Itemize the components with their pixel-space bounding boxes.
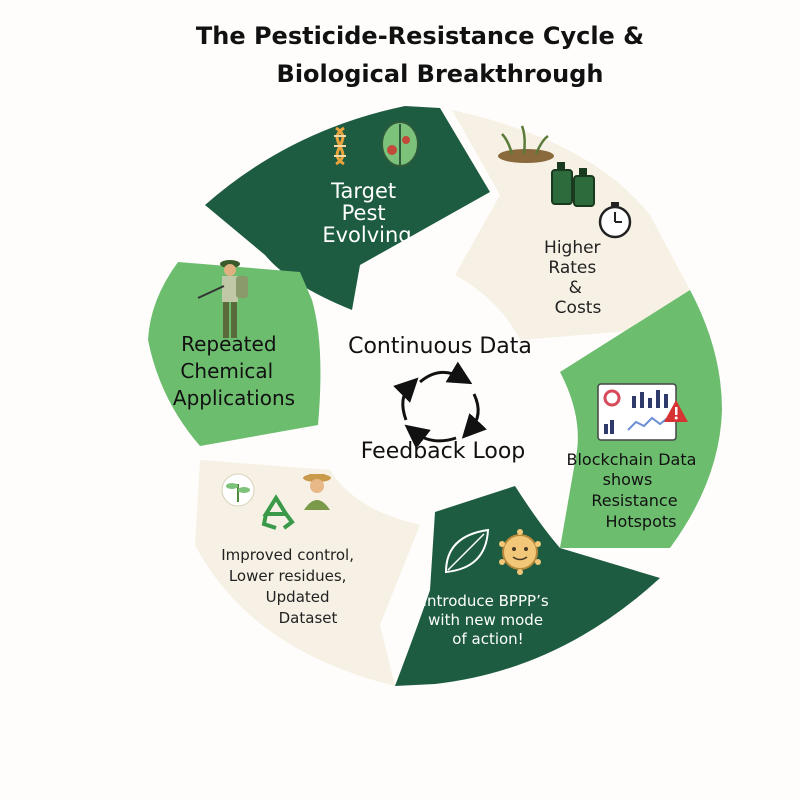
segment-blockchain-line: Hotspots bbox=[606, 512, 677, 531]
title-line-1: The Pesticide-Resistance Cycle & bbox=[195, 22, 645, 50]
segment-bppp-line: with new mode bbox=[428, 611, 543, 629]
sprayer-farmer-icon bbox=[197, 260, 248, 338]
segment-higher-rates-line: Costs bbox=[555, 298, 602, 318]
segment-bppp: Introduce BPPP’s with new mode of action… bbox=[395, 486, 660, 686]
dna-icon bbox=[334, 126, 346, 166]
segment-improved-line: Updated bbox=[266, 588, 330, 606]
segment-improved-shape bbox=[195, 460, 420, 686]
segment-improved-line: Dataset bbox=[279, 609, 338, 627]
segment-bppp-line: of action! bbox=[452, 630, 523, 648]
segment-target-pest-shape bbox=[205, 106, 490, 310]
segment-improved-line: Improved control, bbox=[221, 546, 354, 564]
chemical-canisters-icon bbox=[551, 162, 595, 207]
title-line-2: Biological Breakthrough bbox=[276, 60, 604, 88]
segment-higher-rates-line: & bbox=[569, 278, 582, 298]
svg-text:Repeated Chemical: Repeated Chemical Applications bbox=[173, 332, 295, 410]
segment-improved: Improved control, Lower residues, Update… bbox=[195, 460, 420, 686]
segment-blockchain: Blockchain Data shows Resistance Hotspot… bbox=[560, 290, 722, 548]
leaf-bug-icon bbox=[381, 121, 419, 167]
center-bottom-label: Feedback Loop bbox=[361, 439, 526, 464]
sprout-icon bbox=[221, 473, 255, 507]
dying-plant-icon bbox=[498, 125, 554, 163]
segment-higher-rates: Higher Rates & Costs bbox=[452, 110, 690, 340]
segment-repeated-line: Repeated bbox=[181, 332, 276, 356]
segment-blockchain-line: shows bbox=[603, 470, 653, 489]
center-top-label: Continuous Data bbox=[348, 334, 532, 359]
microbe-icon bbox=[499, 529, 541, 575]
segment-repeated-line: Chemical bbox=[180, 359, 273, 383]
segment-bppp-line: Introduce BPPP’s bbox=[423, 592, 549, 610]
dashboard-icon bbox=[597, 383, 677, 441]
stopwatch-icon bbox=[598, 202, 632, 239]
segment-higher-rates-line: Higher bbox=[544, 238, 601, 258]
recycle-icon bbox=[261, 494, 295, 530]
leaf-icon bbox=[444, 528, 490, 574]
segment-repeated-line: Applications bbox=[173, 386, 295, 410]
segment-blockchain-line: Resistance bbox=[591, 491, 677, 510]
center-loop: Continuous Data Feedback Loop bbox=[348, 334, 532, 464]
cycle-arrows-icon bbox=[393, 361, 487, 449]
svg-text:Blockchain Data shows: Blockchain Data shows Resistance Hotspot… bbox=[567, 450, 702, 531]
warning-icon bbox=[664, 400, 688, 422]
segment-blockchain-line: Blockchain Data bbox=[567, 450, 697, 469]
svg-text:Improved control, Lower: Improved control, Lower residues, Update… bbox=[221, 546, 359, 627]
segment-repeated-shape bbox=[148, 262, 321, 446]
segment-higher-rates-line: Rates bbox=[548, 258, 596, 278]
segment-higher-rates-shape bbox=[452, 110, 690, 340]
farmer-icon bbox=[303, 474, 331, 510]
segment-repeated: Repeated Chemical Applications bbox=[148, 260, 321, 446]
segment-target-pest-line: Target bbox=[330, 179, 396, 203]
segment-target-pest-line: Pest bbox=[342, 201, 386, 225]
svg-text:Introduce BPPP’s with ne: Introduce BPPP’s with new mode of action… bbox=[423, 592, 554, 648]
segment-target-pest-line: Evolving bbox=[322, 223, 411, 247]
svg-text:Target Pest Evolvi: Target Pest Evolving bbox=[322, 179, 411, 247]
segment-target-pest: Target Pest Evolving bbox=[205, 106, 490, 310]
segment-improved-line: Lower residues, bbox=[229, 567, 347, 585]
segment-bppp-shape bbox=[395, 486, 660, 686]
svg-text:Higher Rates &: Higher Rates & Costs bbox=[544, 238, 606, 318]
